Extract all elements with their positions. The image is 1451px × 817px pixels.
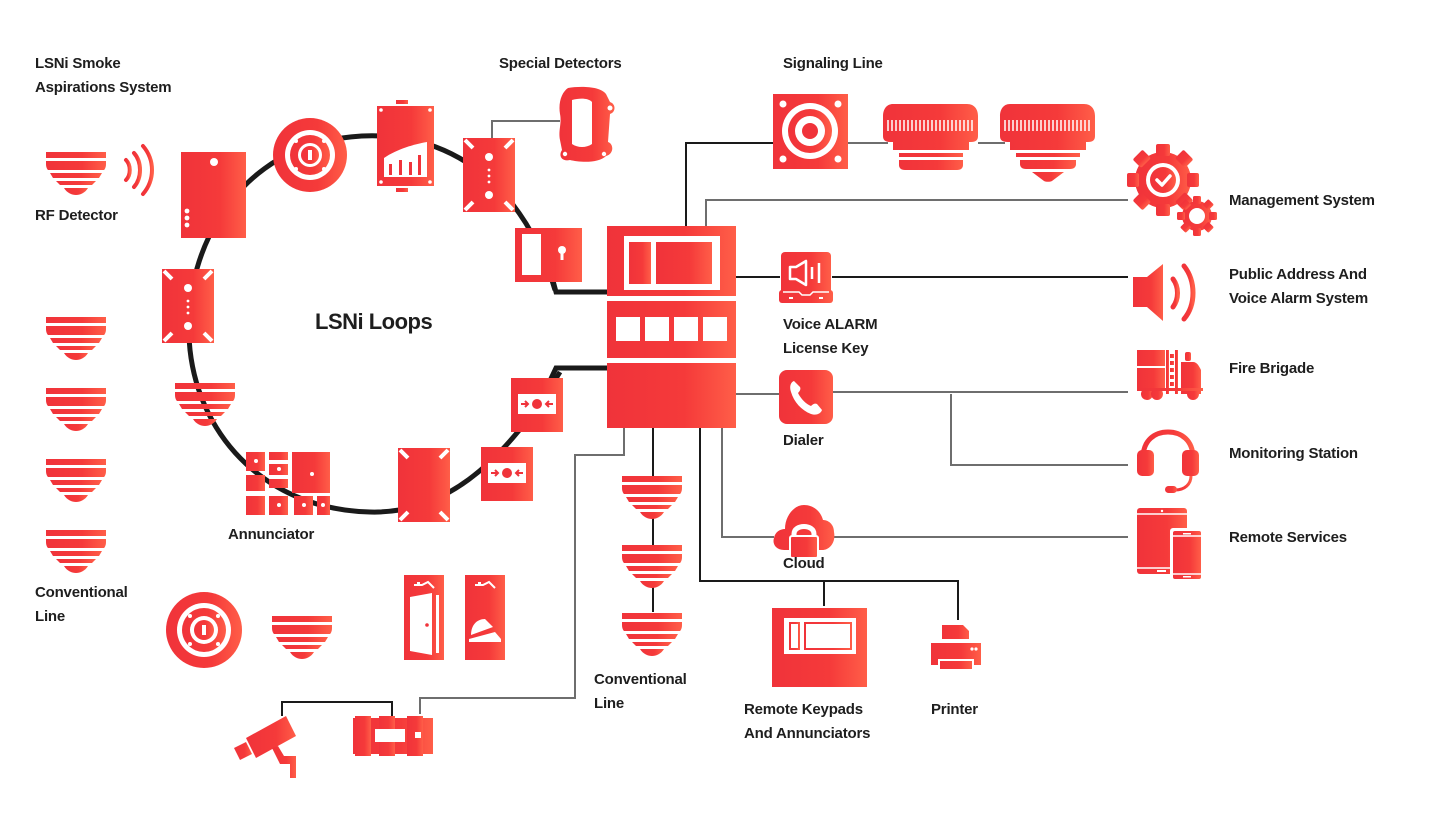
label-line: Line [594,695,625,712]
label-conventional-line-center: Conventional Line [594,668,687,716]
smoke-detector-icon[interactable] [622,545,682,588]
connection-lines [281,120,1128,716]
label-cloud: Cloud [783,555,825,572]
keypad-icon[interactable] [772,608,867,687]
label-voice-alarm-key: Voice ALARM License Key [783,313,878,361]
fire-truck-icon[interactable] [1137,350,1203,400]
label-fire-brigade: Fire Brigade [1229,360,1315,377]
door-holder-icon[interactable] [404,575,444,660]
horn-strobe-icon[interactable] [1000,104,1095,182]
label-management-system: Management System [1229,192,1375,209]
control-panel-icon[interactable] [607,226,736,428]
signal-module-icon[interactable] [377,100,434,192]
label-monitoring-station: Monitoring Station [1229,445,1358,462]
smoke-detector-icon[interactable] [272,616,332,659]
loop-smoke-detector-icon[interactable] [175,383,235,426]
gear-check-icon[interactable] [1127,144,1217,236]
smoke-detector-icon[interactable] [622,476,682,519]
label-printer: Printer [931,701,978,718]
label-line: Line [35,608,66,625]
key-switch-icon[interactable] [515,228,582,282]
interface-module-icon[interactable] [396,446,452,524]
loop-title: LSNi Loops [315,309,433,334]
smoke-detector-icon[interactable] [46,459,106,502]
manual-call-point-icon[interactable] [510,377,564,433]
label-rf-detector: RF Detector [35,207,118,224]
smoke-detector-icon[interactable] [46,530,106,573]
label-smoke-aspiration: LSNi Smoke Aspirations System [35,52,172,100]
label-line: Voice ALARM [783,316,878,333]
label-public-address: Public Address And Voice Alarm System [1229,263,1368,311]
aspiration-unit-icon[interactable] [181,152,246,238]
round-detector-icon[interactable] [166,592,242,668]
label-annunciator: Annunciator [228,526,315,543]
label-line: LSNi Smoke [35,55,121,72]
label-line: Aspirations System [35,79,172,96]
smoke-detector-icon[interactable] [46,388,106,431]
label-line: Public Address And [1229,266,1367,283]
label-line: License Key [783,340,869,357]
interface-module-icon[interactable] [461,136,517,214]
round-detector-icon[interactable] [273,118,347,192]
voice-alarm-key-icon[interactable] [779,252,833,303]
smoke-detector-icon[interactable] [46,317,106,360]
horn-strobe-icon[interactable] [883,104,978,170]
label-conventional-line-left: Conventional Line [35,581,128,629]
speaker-icon[interactable] [1133,263,1196,322]
label-dialer: Dialer [783,432,824,449]
label-line: Remote Keypads [744,701,863,718]
phone-icon[interactable] [779,370,833,424]
rf-wave-icon [124,144,154,196]
label-line: And Annunciators [744,725,871,742]
cctv-camera-icon[interactable] [234,716,296,778]
label-line: Conventional [594,671,687,688]
relay-module-icon[interactable] [353,716,433,756]
tablet-phone-icon[interactable] [1137,508,1204,582]
headset-icon[interactable] [1137,429,1199,493]
label-line: Voice Alarm System [1229,290,1368,307]
annunciator-panel-icon[interactable] [246,452,330,515]
label-remote-keypads: Remote Keypads And Annunciators [744,698,870,746]
printer-icon[interactable] [931,625,981,669]
rf-smoke-detector-icon [46,152,106,195]
label-line: Conventional [35,584,128,601]
smoke-detector-icon[interactable] [622,613,682,656]
cloud-lock-icon[interactable] [773,505,835,559]
label-signaling-line: Signaling Line [783,55,883,72]
label-remote-services: Remote Services [1229,529,1347,546]
door-holder-icon[interactable] [465,575,505,660]
sounder-icon[interactable] [773,94,848,169]
manual-call-point-icon[interactable] [480,446,534,502]
special-detector-icon[interactable] [559,86,615,162]
label-special-detectors: Special Detectors [499,55,622,72]
interface-module-icon[interactable] [160,267,216,345]
